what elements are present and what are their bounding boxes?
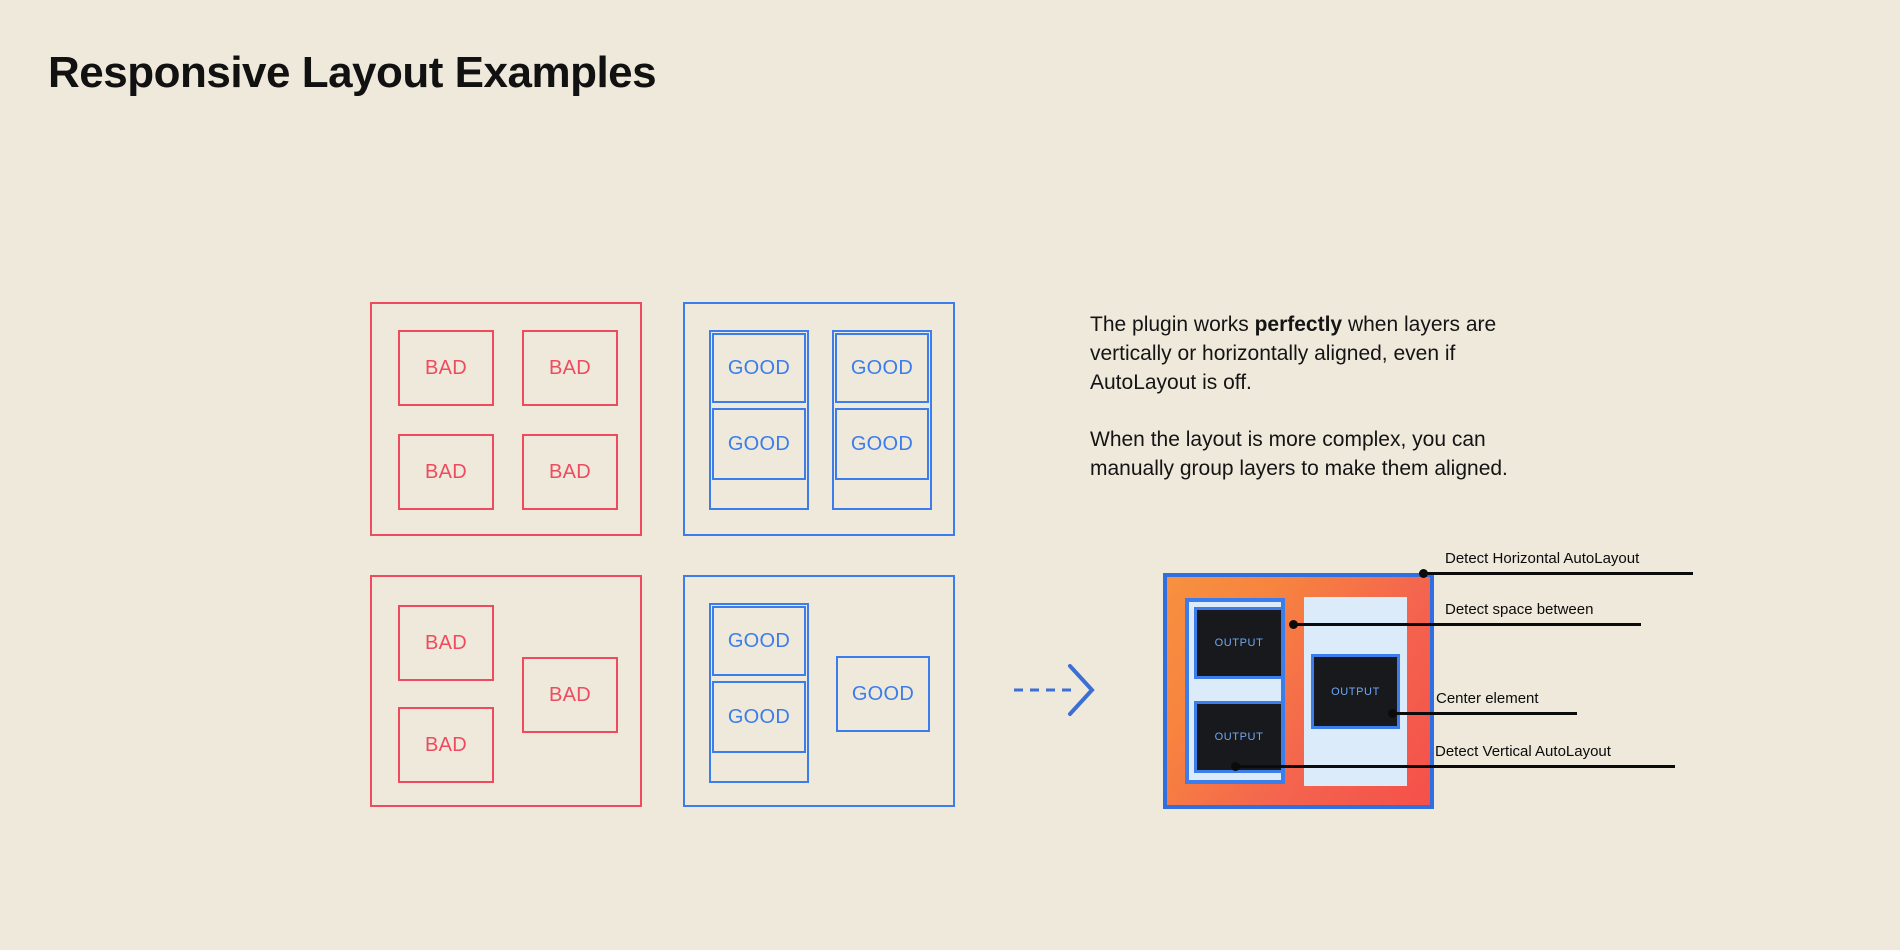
paragraph-1-part-b: when layers are vertically or horizontal… [1090, 313, 1497, 394]
cell-good: GOOD [712, 606, 806, 676]
cell-bad: BAD [398, 434, 494, 510]
paragraph-1-emphasis: perfectly [1254, 313, 1343, 336]
panel-bad-complex-layout: BAD BAD BAD [370, 575, 642, 807]
cell-bad: BAD [398, 330, 494, 406]
cell-good: GOOD [712, 408, 806, 480]
leader-line [1423, 572, 1693, 575]
leader-line [1293, 623, 1641, 626]
paragraph-1-part-a: The plugin works [1090, 313, 1255, 336]
centered-element-panel: OUTPUT [1304, 597, 1407, 786]
panel-bad-aligned-grid: BAD BAD BAD BAD [370, 302, 642, 536]
cell-bad: BAD [522, 434, 618, 510]
group-outline-good [832, 330, 932, 510]
paragraph-2: When the layout is more complex, you can… [1090, 428, 1508, 480]
leader-dot [1419, 569, 1428, 578]
cell-good: GOOD [836, 656, 930, 732]
output-box: OUTPUT [1194, 607, 1284, 679]
detected-layout-preview: OUTPUT OUTPUT OUTPUT [1163, 573, 1434, 809]
callout-label: Detect Vertical AutoLayout [1435, 743, 1611, 760]
cell-bad: BAD [522, 657, 618, 733]
cell-good: GOOD [835, 333, 929, 403]
panel-good-aligned-grid: GOOD GOOD GOOD GOOD [683, 302, 955, 536]
group-outline-good [709, 603, 809, 783]
leader-dot [1388, 709, 1397, 718]
cell-bad: BAD [522, 330, 618, 406]
callout-label: Center element [1436, 690, 1539, 707]
cell-bad: BAD [398, 605, 494, 681]
leader-line [1235, 765, 1675, 768]
callout-label: Detect space between [1445, 601, 1594, 618]
dashed-right-arrow-icon [1014, 664, 1095, 716]
vertical-group-frame: OUTPUT OUTPUT [1185, 598, 1285, 784]
leader-line [1392, 712, 1577, 715]
page-title: Responsive Layout Examples [48, 48, 657, 97]
output-box: OUTPUT [1194, 701, 1284, 773]
panel-good-complex-layout: GOOD GOOD GOOD [683, 575, 955, 807]
cell-good: GOOD [835, 408, 929, 480]
cell-bad: BAD [398, 707, 494, 783]
leader-dot [1289, 620, 1298, 629]
cell-good: GOOD [712, 681, 806, 753]
cell-good: GOOD [712, 333, 806, 403]
paragraph-1: The plugin works perfectly when layers a… [1090, 310, 1560, 397]
description-text: The plugin works perfectly when layers a… [1090, 310, 1560, 483]
group-outline-good [709, 330, 809, 510]
leader-dot [1231, 762, 1240, 771]
callout-label: Detect Horizontal AutoLayout [1445, 550, 1640, 567]
output-box: OUTPUT [1311, 654, 1400, 729]
